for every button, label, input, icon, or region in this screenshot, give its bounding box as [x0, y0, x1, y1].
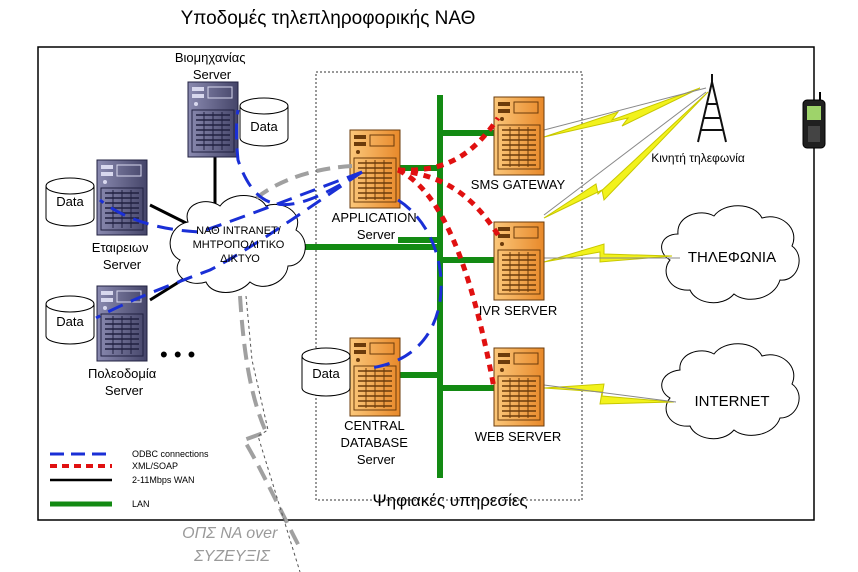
ivr-server-icon	[493, 221, 545, 301]
main-frame	[37, 46, 815, 521]
intranet-cloud	[169, 195, 306, 293]
more-servers-ellipsis: • • •	[160, 342, 195, 367]
industry-server-icon	[187, 81, 239, 158]
legend-wan-label: 2-11Mbps WAN	[132, 475, 195, 485]
application-server-icon	[349, 129, 401, 209]
ops-label: ΟΠΣ ΝΑ over ΣΥΖΕΥΞΙΣ	[182, 525, 282, 565]
central-data-label: Data	[312, 366, 340, 381]
digital-services-label: Ψηφιακές υπηρεσίες	[372, 491, 527, 510]
ops-link	[238, 164, 353, 572]
ivr-server-label: IVR SERVER	[479, 303, 558, 318]
telephony-label: ΤΗΛΕΦΩΝΙΑ	[688, 249, 776, 266]
web-server-icon	[493, 347, 545, 427]
web-server-label: WEB SERVER	[475, 429, 561, 444]
companies-data-label: Data	[56, 194, 84, 209]
sms-gateway-label: SMS GATEWAY	[471, 177, 566, 192]
mobile-telephony-label: Κινητή τηλεφωνία	[651, 151, 745, 165]
companies-server-icon	[96, 159, 148, 236]
urban-data-label: Data	[56, 314, 84, 329]
mobile-phone-icon	[802, 92, 826, 149]
odbc-links	[95, 109, 443, 370]
industry-data-label: Data	[250, 119, 278, 134]
legend-odbc-label: ODBC connections	[132, 449, 209, 459]
legend-xml-label: XML/SOAP	[132, 461, 178, 471]
telephony-cloud	[661, 205, 800, 304]
legend: ODBC connections XML/SOAP 2-11Mbps WAN L…	[50, 449, 209, 509]
industry-server-label: Βιομηχανίας Server	[175, 50, 249, 82]
urban-server-label: Πολεοδομία Server	[88, 366, 160, 398]
digital-services-frame	[315, 71, 583, 501]
diagram-title: Υποδομές τηλεπληροφορικής ΝΑΘ	[181, 8, 476, 29]
antenna-tower-icon	[697, 74, 727, 143]
central-database-server-icon	[349, 337, 401, 417]
xml-soap-links	[396, 116, 503, 389]
application-server-label: APPLICATION Server	[332, 210, 421, 242]
internet-cloud	[661, 343, 800, 440]
intranet-cloud-label: ΝΑΘ INTRANET/ ΜΗΤΡΟΠΟΛΙΤΙΚΟ ΔΙΚΤΥΟ	[193, 225, 288, 265]
sms-gateway-server-icon	[493, 96, 545, 176]
central-database-server-label: CENTRAL DATABASE Server	[340, 418, 411, 467]
internet-label: INTERNET	[695, 393, 770, 410]
companies-server-label: Εταιρειων Server	[92, 240, 152, 272]
antenna-wires	[543, 87, 707, 403]
legend-lan-label: LAN	[132, 499, 150, 509]
